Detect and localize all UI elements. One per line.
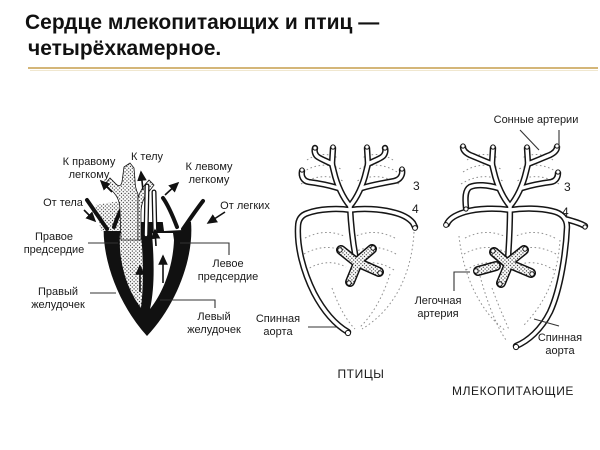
label-to-right-lung: К правому легкому	[62, 156, 116, 181]
arrow-to-body	[137, 170, 147, 191]
connector-carotid-left	[519, 129, 540, 151]
label-left-atrium: Левое предсердие	[197, 258, 259, 283]
title-underline	[28, 67, 598, 69]
connector-mammal-dorsal-aorta	[533, 318, 560, 327]
arrow-from-lungs	[206, 211, 226, 224]
arrow-to-right-lung	[99, 179, 113, 193]
label-right-atrium: Правое предсердие	[23, 231, 85, 256]
slide-title: Сердце млекопитающих и птиц — четырёхкам…	[25, 10, 585, 62]
label-from-lungs: От легких	[220, 200, 270, 212]
connector-pulmonary-artery	[453, 271, 470, 291]
label-from-body: От тела	[43, 197, 83, 209]
caption-mammals: МЛЕКОПИТАЮЩИЕ	[451, 384, 575, 398]
caption-birds: ПТИЦЫ	[337, 367, 385, 381]
arrow-atrium-flow	[150, 228, 161, 247]
slide-title-line2: четырёхкамерное.	[28, 37, 222, 60]
label-bird-arch-3: 3	[413, 179, 420, 193]
label-bird-dorsal-aorta: Спинная аорта	[255, 313, 301, 338]
label-to-body: К телу	[130, 151, 164, 163]
label-bird-arch-4: 4	[412, 202, 419, 216]
label-mammal-arch-4: 4	[562, 205, 569, 219]
title-underline-shadow	[30, 70, 598, 71]
label-left-ventricle: Левый желудочек	[187, 311, 241, 336]
label-mammal-arch-3: 3	[564, 180, 571, 194]
label-right-ventricle: Правый желудочек	[31, 286, 85, 311]
slide-title-line1: Сердце млекопитающих и птиц —	[25, 11, 380, 34]
label-mammal-dorsal-aorta: Спинная аорта	[537, 332, 583, 357]
arrow-from-body	[83, 209, 97, 223]
bird-circulation-drawing	[298, 144, 418, 337]
label-carotid-arteries: Сонные артерии	[493, 114, 579, 126]
connector-left-atrium	[180, 242, 230, 255]
label-pulmonary-artery: Легочная артерия	[414, 295, 462, 320]
connector-left-ventricle	[160, 299, 216, 308]
label-to-left-lung: К левому легкому	[185, 161, 233, 186]
